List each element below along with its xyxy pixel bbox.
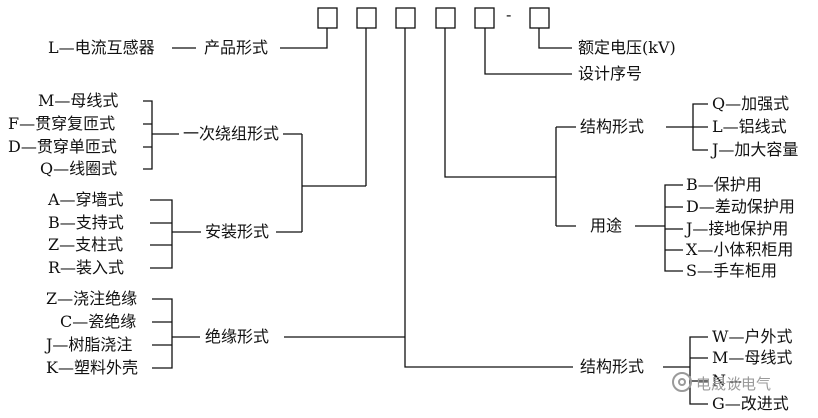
structure-form-label-2: 结构形式 — [580, 357, 645, 376]
structure-item-2: G—改进式 — [712, 394, 789, 413]
watermark-text: 电晟谈电气 — [696, 375, 772, 393]
brace-structure2 — [689, 336, 708, 405]
code-box-3 — [395, 7, 416, 29]
code-box-5 — [474, 7, 495, 29]
product-form-label: 产品形式 — [204, 38, 269, 57]
usage-item: J—接地保护用 — [686, 219, 789, 238]
code-box-6 — [529, 7, 550, 29]
line-box5 — [484, 28, 572, 75]
product-item: L—电流互感器 — [48, 38, 155, 57]
design-serial-label: 设计序号 — [578, 64, 643, 83]
winding-item: Q—线圈式 — [40, 159, 118, 178]
structure-item-2: W—户外式 — [712, 327, 793, 346]
line-box6 — [538, 28, 572, 49]
insulation-item: Z—浇注绝缘 — [46, 289, 138, 308]
insulation-item: J—树脂浇注 — [46, 335, 133, 354]
code-box-4 — [435, 7, 456, 29]
structure-form-label: 结构形式 — [580, 117, 645, 136]
code-dash: - — [506, 5, 512, 24]
line-box1 — [280, 28, 328, 49]
winding-item: M—母线式 — [38, 91, 119, 110]
winding-form-label: 一次绕组形式 — [183, 124, 280, 143]
insulation-form-label: 绝缘形式 — [205, 327, 270, 346]
install-item: R—装入式 — [48, 258, 125, 277]
usage-item: S—手车柜用 — [686, 261, 777, 280]
structure-item: Q—加强式 — [712, 94, 790, 113]
winding-item: D—贯穿单匝式 — [8, 137, 117, 156]
rated-voltage-label: 额定电压(kV) — [578, 38, 676, 57]
install-item: B—支持式 — [48, 213, 124, 232]
structure-item-2: N— — [712, 371, 742, 390]
structure-item: L—铝线式 — [712, 117, 787, 136]
install-item: A—穿墙式 — [48, 190, 124, 209]
brace-structure1 — [692, 103, 708, 151]
wechat-watermark-icon — [672, 372, 692, 392]
usage-item: X—小体积柜用 — [686, 240, 794, 259]
usage-label: 用途 — [590, 216, 623, 235]
line-box3 — [404, 28, 573, 368]
brace-winding — [143, 100, 153, 170]
usage-item: B—保护用 — [686, 175, 762, 194]
install-form-label: 安装形式 — [205, 222, 270, 241]
code-box-1 — [317, 7, 338, 29]
brace-usage — [664, 184, 683, 272]
structure-item-2: M—母线式 — [712, 348, 793, 367]
insulation-item: C—瓷绝缘 — [60, 312, 137, 331]
structure-item: J—加大容量 — [712, 140, 799, 159]
winding-item: F—贯穿复匝式 — [8, 114, 116, 133]
usage-item: D—差动保护用 — [686, 197, 795, 216]
code-box-2 — [356, 7, 377, 29]
line-box4 — [444, 28, 556, 178]
brace-insulation — [152, 298, 173, 369]
brace-install — [150, 199, 173, 269]
insulation-item: K—塑料外壳 — [46, 358, 138, 377]
install-item: Z—支柱式 — [48, 235, 124, 254]
